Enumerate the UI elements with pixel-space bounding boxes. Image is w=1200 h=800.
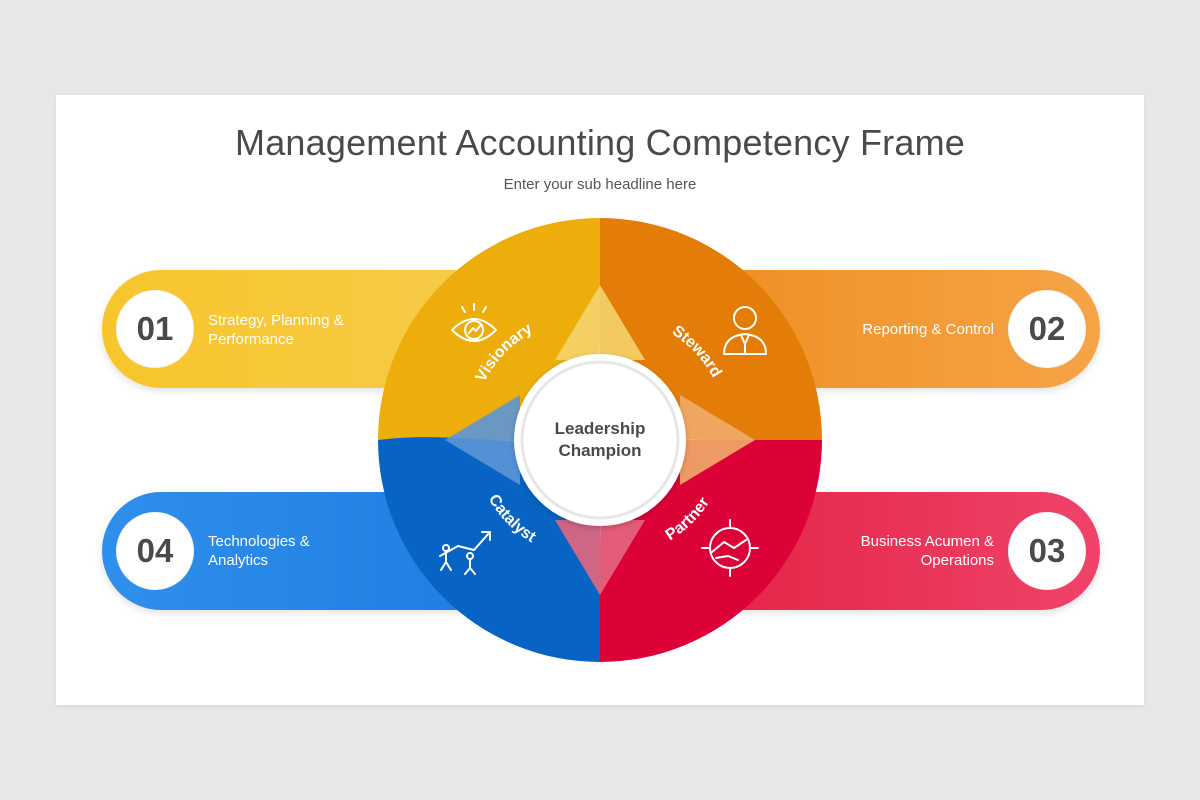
- center-label: Leadership Champion: [520, 380, 680, 500]
- pill-text-04-line2: Analytics: [208, 552, 269, 569]
- pill-number-02: 02: [1008, 290, 1086, 368]
- pill-text-01-line1: Strategy, Planning &: [208, 312, 344, 329]
- inner-diamond-bottom: [555, 520, 645, 595]
- page-title: Management Accounting Competency Frame: [235, 122, 965, 163]
- pill-text-03-line1: Business Acumen &: [860, 533, 994, 550]
- center-label-line2: Champion: [558, 441, 642, 460]
- pill-text-03: Business Acumen & Operations: [804, 532, 994, 570]
- center-circle: [514, 354, 686, 526]
- inner-diamond-right: [680, 395, 755, 485]
- center-label-line1: Leadership: [554, 419, 646, 438]
- pill-text-02: Reporting & Control: [804, 320, 994, 339]
- pill-text-01: Strategy, Planning & Performance: [208, 311, 378, 349]
- pill-number-04: 04: [116, 512, 194, 590]
- center-circle-ring: [520, 360, 680, 520]
- handshake-gear-icon: [701, 519, 759, 577]
- climbing-arrow-icon: [439, 531, 491, 575]
- page-subtitle: Enter your sub headline here: [503, 176, 697, 193]
- pill-text-01-line2: Performance: [208, 331, 294, 348]
- pill-text-04: Technologies & Analytics: [208, 532, 378, 570]
- pill-number-03: 03: [1008, 512, 1086, 590]
- inner-diamond-top: [555, 285, 645, 360]
- pill-text-04-line1: Technologies &: [208, 533, 310, 550]
- pill-text-03-line2: Operations: [920, 552, 994, 569]
- eye-icon: [451, 303, 497, 342]
- inner-diamond-left: [445, 395, 520, 485]
- pill-text-02-line1: Reporting & Control: [862, 321, 994, 338]
- pill-number-01: 01: [116, 290, 194, 368]
- person-icon: [723, 306, 767, 355]
